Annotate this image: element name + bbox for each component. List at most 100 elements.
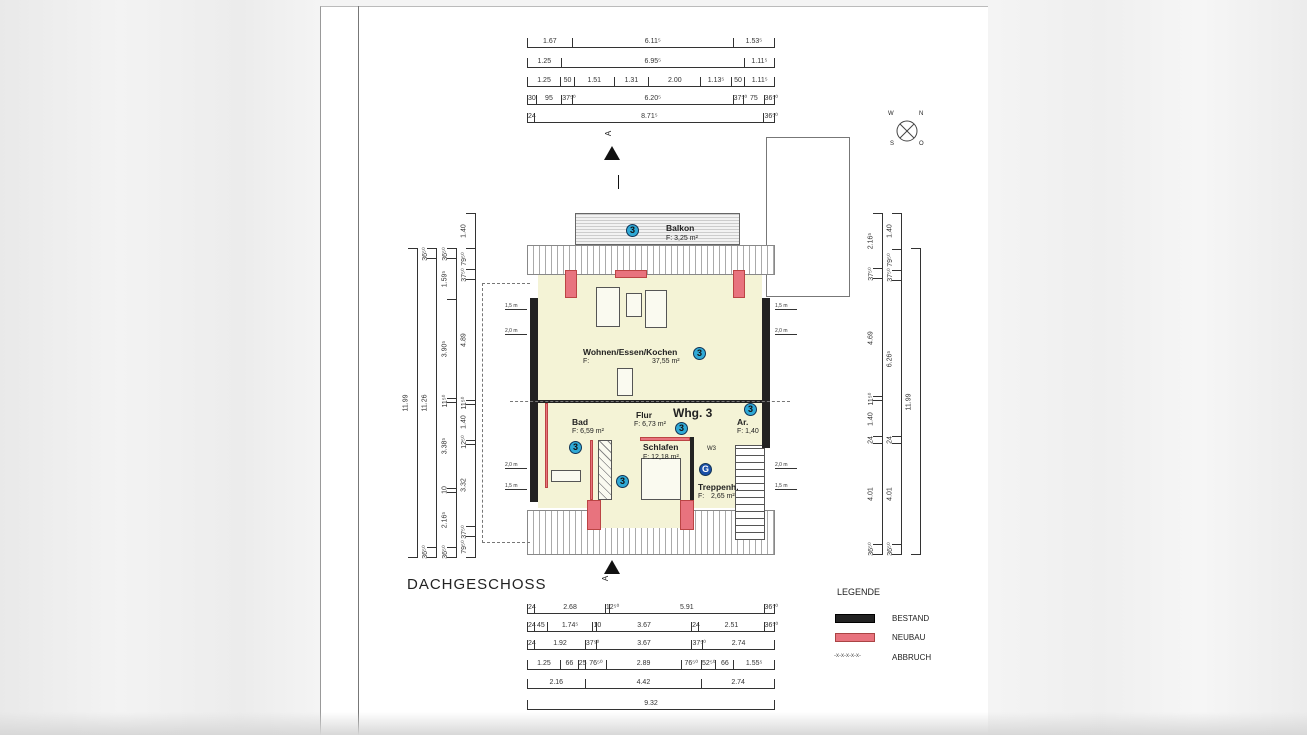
dimension-value: 6.20⁵ xyxy=(644,95,661,102)
room-name-flur: Flur xyxy=(636,410,653,420)
dimension-value: 52⁵⁰ xyxy=(702,660,716,667)
dimension-segment: 37⁵⁰ xyxy=(887,268,902,282)
dimension-segment: 6.20⁵ xyxy=(571,95,733,105)
apartment-label: Whg. 3 xyxy=(673,406,713,420)
dimension-segment: 1.25 xyxy=(527,58,561,68)
room-name-ar: Ar. xyxy=(737,417,749,427)
outline-dashed xyxy=(482,283,530,543)
section-arrow-bottom xyxy=(604,560,620,574)
dimension-segment: 36⁵⁰ xyxy=(868,543,883,556)
dimension-value: 2.16 xyxy=(549,679,564,686)
dimension-value: 1.25 xyxy=(537,660,551,667)
dimension-segment: 1.13⁵ xyxy=(700,77,730,87)
compass-s: S xyxy=(890,141,895,147)
dimension-value: 24 xyxy=(528,640,536,647)
dimension-chain: 2.16 4.42 2.74 xyxy=(527,679,775,689)
dimension-segment: 1.25 xyxy=(527,77,560,87)
dimension-value: 11.99 xyxy=(402,394,410,412)
compass-n: N xyxy=(919,111,924,117)
wall-new xyxy=(565,270,577,298)
balcony xyxy=(575,213,740,245)
neighbour-outline xyxy=(766,137,850,297)
dimension-value: 4.42 xyxy=(636,679,651,686)
dimension-segment: 37⁵⁰ xyxy=(868,267,883,280)
wall-stair xyxy=(690,437,694,505)
dimension-value: 66 xyxy=(720,660,729,667)
dining-table xyxy=(617,368,633,396)
dimension-segment: 25 xyxy=(577,660,587,670)
dimension-segment: 3.67 xyxy=(595,640,692,650)
dimension-segment: 37⁵⁰ xyxy=(461,268,476,281)
dimension-segment: 12⁵⁰ xyxy=(461,435,476,449)
dimension-value: 1.74⁵ xyxy=(561,622,579,629)
dimension-segment: 36⁵⁰ xyxy=(442,546,457,559)
dimension-segment: 3.38⁵ xyxy=(442,402,457,488)
dimension-value: 4.01 xyxy=(886,487,894,501)
axis-line xyxy=(510,401,790,402)
dimension-segment: 1.74⁵ xyxy=(546,622,593,632)
dimension-segment: 4.69 xyxy=(868,278,883,396)
dimension-value: 2.89 xyxy=(636,660,651,667)
dimension-segment: 24 xyxy=(527,622,536,632)
dimension-segment: 2.74 xyxy=(701,679,775,689)
dimension-value: 4.69 xyxy=(867,330,875,345)
room-name-balkon: Balkon xyxy=(666,223,695,233)
dimension-value: 9.32 xyxy=(644,700,658,707)
legend-symbol-abbruch: -x-x-x-x-x- xyxy=(834,653,861,659)
dimension-value: 8.71⁵ xyxy=(641,113,658,120)
dimension-value: 2.74 xyxy=(731,679,745,686)
legend-title: LEGENDE xyxy=(837,587,881,597)
dimension-segment: 24 xyxy=(527,640,536,650)
room-area-label-wohnen: F: xyxy=(583,358,590,365)
dimension-segment: 4.89 xyxy=(461,279,476,400)
room-area-balkon: F: 3,25 m² xyxy=(666,235,698,242)
dimension-value: 76⁵⁰ xyxy=(589,660,603,667)
dimension-value: 36⁵⁰ xyxy=(764,113,778,120)
dimension-segment: 2.16⁵ xyxy=(442,491,457,547)
dimension-segment: 11⁵⁰ xyxy=(461,396,476,409)
room-name-schlafen: Schlafen xyxy=(643,442,679,452)
dimension-segment: 50 xyxy=(560,77,574,87)
dimension-value: 1.51 xyxy=(587,77,602,84)
dimension-value: 3.38⁵ xyxy=(441,437,449,454)
dimension-segment: 24 xyxy=(527,604,536,614)
dimension-value: 2.74 xyxy=(731,640,746,647)
unit-badge: 3 xyxy=(693,347,706,360)
unit-badge: 3 xyxy=(675,422,688,435)
dimension-segment: 36⁵⁰ xyxy=(763,95,778,105)
dimension-segment: 37⁵⁰ xyxy=(461,525,476,539)
level-mark: 2,0 m xyxy=(775,462,797,469)
dimension-value: 24 xyxy=(528,622,536,629)
section-arrow-top xyxy=(604,146,620,160)
dimension-value: 25 xyxy=(578,660,587,667)
dimension-segment: 36⁵⁰ xyxy=(887,543,902,556)
dimension-value: 1.40 xyxy=(886,224,894,239)
room-area-wohnen: 37,55 m² xyxy=(652,358,680,365)
dimension-segment: 30 xyxy=(527,95,536,105)
legend-label-abbruch: ABBRUCH xyxy=(892,653,932,662)
dimension-value: 79⁵⁰ xyxy=(887,252,894,267)
compass-icon xyxy=(893,117,921,145)
dimension-value: 1.13⁵ xyxy=(707,77,725,84)
dimension-value: 30 xyxy=(528,95,536,102)
dimension-segment: 11.99 xyxy=(403,248,418,558)
dimension-segment: 1.40 xyxy=(461,404,476,439)
dimension-value: 45 xyxy=(537,622,545,629)
wall-new xyxy=(640,437,690,441)
dimension-value: 3.90⁵ xyxy=(441,340,449,358)
dimension-segment: 6.95⁵ xyxy=(560,58,744,68)
dimension-value: 79⁵⁰ xyxy=(461,252,468,266)
dimension-value: 6.11⁵ xyxy=(644,38,661,45)
dimension-segment: 36⁵⁰ xyxy=(422,247,437,260)
dimension-segment: 1.40 xyxy=(887,213,902,249)
dimension-value: 2.16⁵ xyxy=(441,511,449,528)
unit-tag: W3 xyxy=(707,446,716,452)
wall-new xyxy=(545,403,548,488)
dimension-value: 24 xyxy=(528,604,536,611)
